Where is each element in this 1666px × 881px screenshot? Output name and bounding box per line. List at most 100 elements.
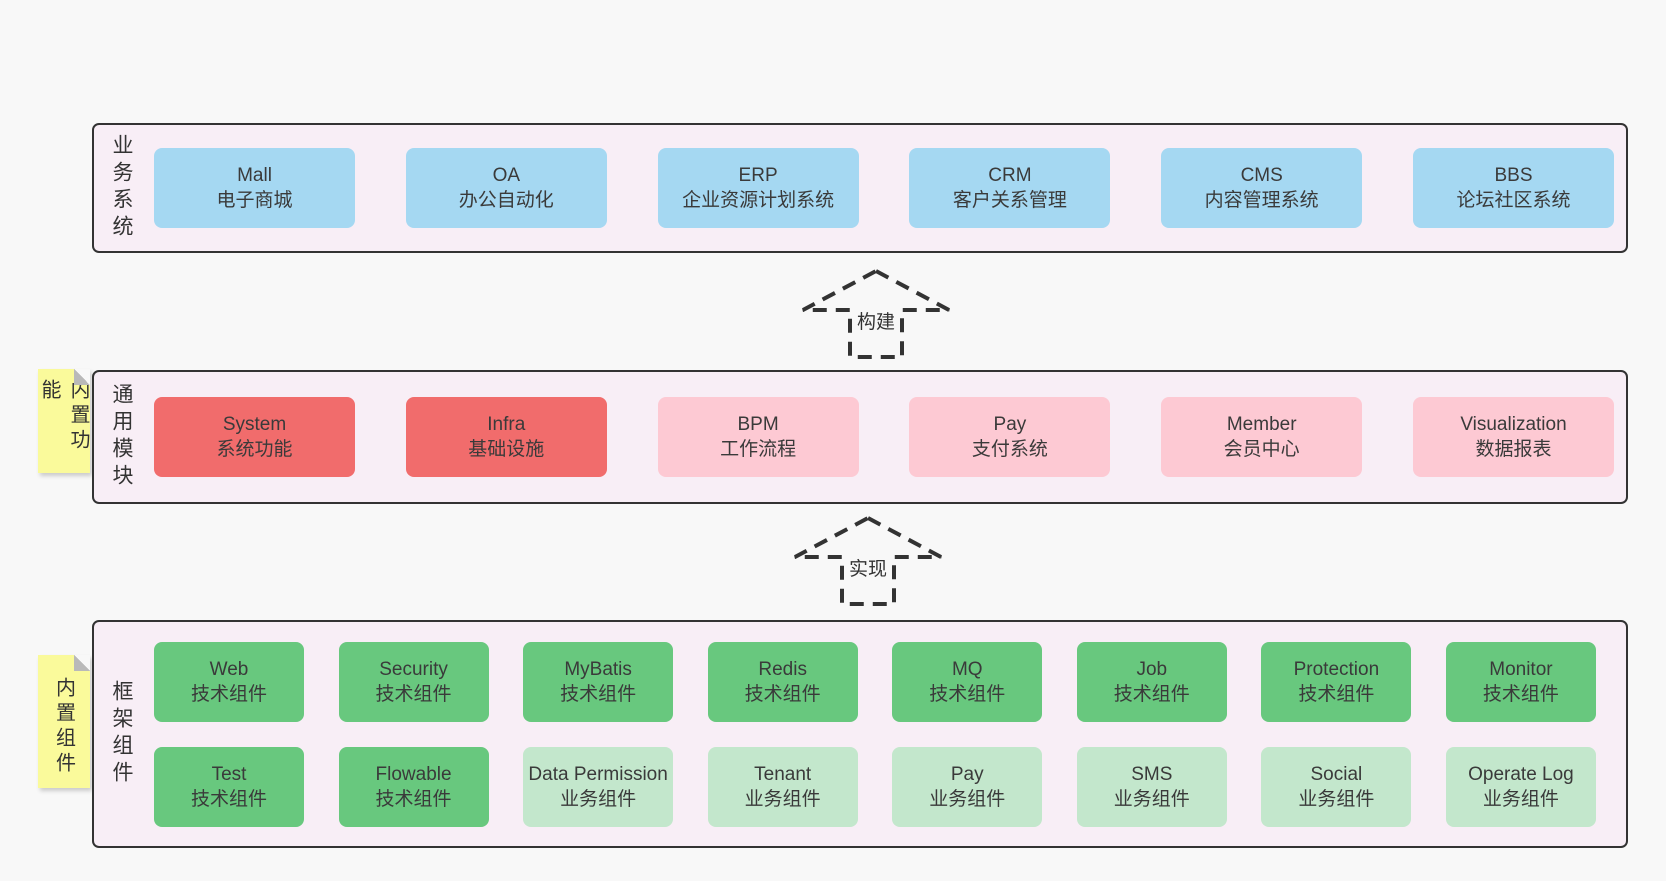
box-title: Member bbox=[1226, 414, 1297, 435]
box-title: System bbox=[222, 414, 287, 435]
module-box-redis: Redis 技术组件 bbox=[707, 641, 858, 722]
module-box-erp: ERP 企业资源计划系统 bbox=[657, 148, 859, 228]
module-box-bbs: BBS 论坛社区系统 bbox=[1412, 148, 1614, 228]
box-subtitle: 技术组件 bbox=[744, 683, 821, 705]
box-subtitle: 电子商城 bbox=[216, 190, 293, 211]
box-subtitle: 业务组件 bbox=[560, 788, 637, 810]
box-title: Operate Log bbox=[1468, 763, 1574, 785]
module-box-monitor: Monitor 技术组件 bbox=[1445, 641, 1596, 722]
module-box-infra: Infra 基础设施 bbox=[405, 397, 607, 477]
box-title: Monitor bbox=[1489, 658, 1553, 680]
box-title: Tenant bbox=[754, 763, 812, 785]
tier-label: 业务系统 bbox=[110, 134, 133, 242]
module-box-web: Web 技术组件 bbox=[154, 641, 304, 722]
box-title: Pay bbox=[993, 414, 1027, 435]
sticky-note-builtin-features: 内置功能 bbox=[38, 369, 90, 473]
box-subtitle: 技术组件 bbox=[190, 683, 267, 705]
box-title: Data Permission bbox=[528, 763, 668, 785]
box-title: CRM bbox=[988, 165, 1032, 186]
module-box-bpm: BPM 工作流程 bbox=[657, 397, 859, 477]
module-box-crm: CRM 客户关系管理 bbox=[909, 148, 1111, 228]
module-box-test: Test 技术组件 bbox=[154, 746, 304, 827]
box-subtitle: 技术组件 bbox=[1113, 683, 1190, 705]
implement-arrow: 实现 bbox=[792, 515, 944, 607]
box-title: MyBatis bbox=[564, 658, 632, 680]
box-title: Redis bbox=[758, 658, 807, 680]
box-subtitle: 技术组件 bbox=[1298, 683, 1375, 705]
dashed-up-arrow-icon: 构建 bbox=[802, 268, 950, 359]
box-title: Visualization bbox=[1460, 414, 1567, 435]
box-subtitle: 会员中心 bbox=[1223, 439, 1300, 460]
box-subtitle: 工作流程 bbox=[720, 439, 797, 460]
box-title: Mall bbox=[237, 165, 272, 186]
box-title: Web bbox=[209, 658, 249, 680]
module-box-member: Member 会员中心 bbox=[1161, 397, 1363, 477]
module-box-visualization: Visualization 数据报表 bbox=[1412, 397, 1614, 477]
box-title: Security bbox=[379, 658, 448, 680]
box-subtitle: 业务组件 bbox=[929, 788, 1006, 810]
module-box-protection: Protection 技术组件 bbox=[1261, 641, 1412, 722]
box-subtitle: 内容管理系统 bbox=[1204, 190, 1319, 211]
box-title: Job bbox=[1136, 658, 1168, 680]
module-box-pay: Pay 业务组件 bbox=[892, 746, 1043, 827]
tier-boxes: System 系统功能 Infra 基础设施 BPM 工作流程 Pay 支付系统 Member 会… bbox=[154, 372, 1614, 502]
module-box-cms: CMS 内容管理系统 bbox=[1161, 148, 1363, 228]
box-title: Infra bbox=[487, 414, 526, 435]
module-box-job: Job 技术组件 bbox=[1076, 641, 1227, 722]
box-subtitle: 业务组件 bbox=[1113, 788, 1190, 810]
folded-corner-icon bbox=[74, 655, 90, 671]
box-title: BBS bbox=[1494, 165, 1533, 186]
box-subtitle: 技术组件 bbox=[560, 683, 637, 705]
box-subtitle: 支付系统 bbox=[971, 439, 1048, 460]
box-title: Protection bbox=[1293, 658, 1380, 680]
box-title: OA bbox=[492, 165, 521, 186]
box-subtitle: 客户关系管理 bbox=[952, 190, 1067, 211]
box-title: ERP bbox=[738, 165, 778, 186]
build-arrow-label: 构建 bbox=[857, 311, 895, 333]
box-title: Social bbox=[1310, 763, 1363, 785]
box-subtitle: 业务组件 bbox=[744, 788, 821, 810]
module-box-data-permission: Data Permission 业务组件 bbox=[523, 746, 674, 827]
box-title: BPM bbox=[737, 414, 779, 435]
dashed-up-arrow-icon: 实现 bbox=[794, 515, 942, 606]
box-subtitle: 技术组件 bbox=[1482, 683, 1559, 705]
module-box-mall: Mall 电子商城 bbox=[154, 148, 355, 228]
box-title: Pay bbox=[950, 763, 984, 785]
box-subtitle: 业务组件 bbox=[1298, 788, 1375, 810]
box-row: System 系统功能 Infra 基础设施 BPM 工作流程 Pay 支付系统 Member 会… bbox=[154, 397, 1614, 477]
module-box-mybatis: MyBatis 技术组件 bbox=[523, 641, 674, 722]
box-title: SMS bbox=[1131, 763, 1173, 785]
box-subtitle: 技术组件 bbox=[929, 683, 1006, 705]
box-title: CMS bbox=[1240, 165, 1283, 186]
box-subtitle: 企业资源计划系统 bbox=[682, 190, 835, 211]
box-subtitle: 基础设施 bbox=[468, 439, 545, 460]
sticky-note-builtin-components: 内置组件 bbox=[38, 655, 90, 788]
box-subtitle: 数据报表 bbox=[1475, 439, 1552, 460]
box-subtitle: 论坛社区系统 bbox=[1456, 190, 1571, 211]
box-title: Test bbox=[211, 763, 247, 785]
box-title: Flowable bbox=[375, 763, 452, 785]
note-text: 内置组件 bbox=[52, 676, 75, 777]
box-subtitle: 系统功能 bbox=[216, 439, 293, 460]
module-box-social: Social 业务组件 bbox=[1261, 746, 1412, 827]
box-subtitle: 技术组件 bbox=[375, 683, 452, 705]
box-subtitle: 技术组件 bbox=[190, 788, 267, 810]
module-box-sms: SMS 业务组件 bbox=[1076, 746, 1227, 827]
note-text: 内置功能 bbox=[38, 379, 89, 454]
tier-label: 通用模块 bbox=[110, 383, 133, 491]
module-box-system: System 系统功能 bbox=[154, 397, 355, 477]
module-box-tenant: Tenant 业务组件 bbox=[707, 746, 858, 827]
module-box-security: Security 技术组件 bbox=[338, 641, 489, 722]
tier-label: 框架组件 bbox=[110, 680, 133, 788]
